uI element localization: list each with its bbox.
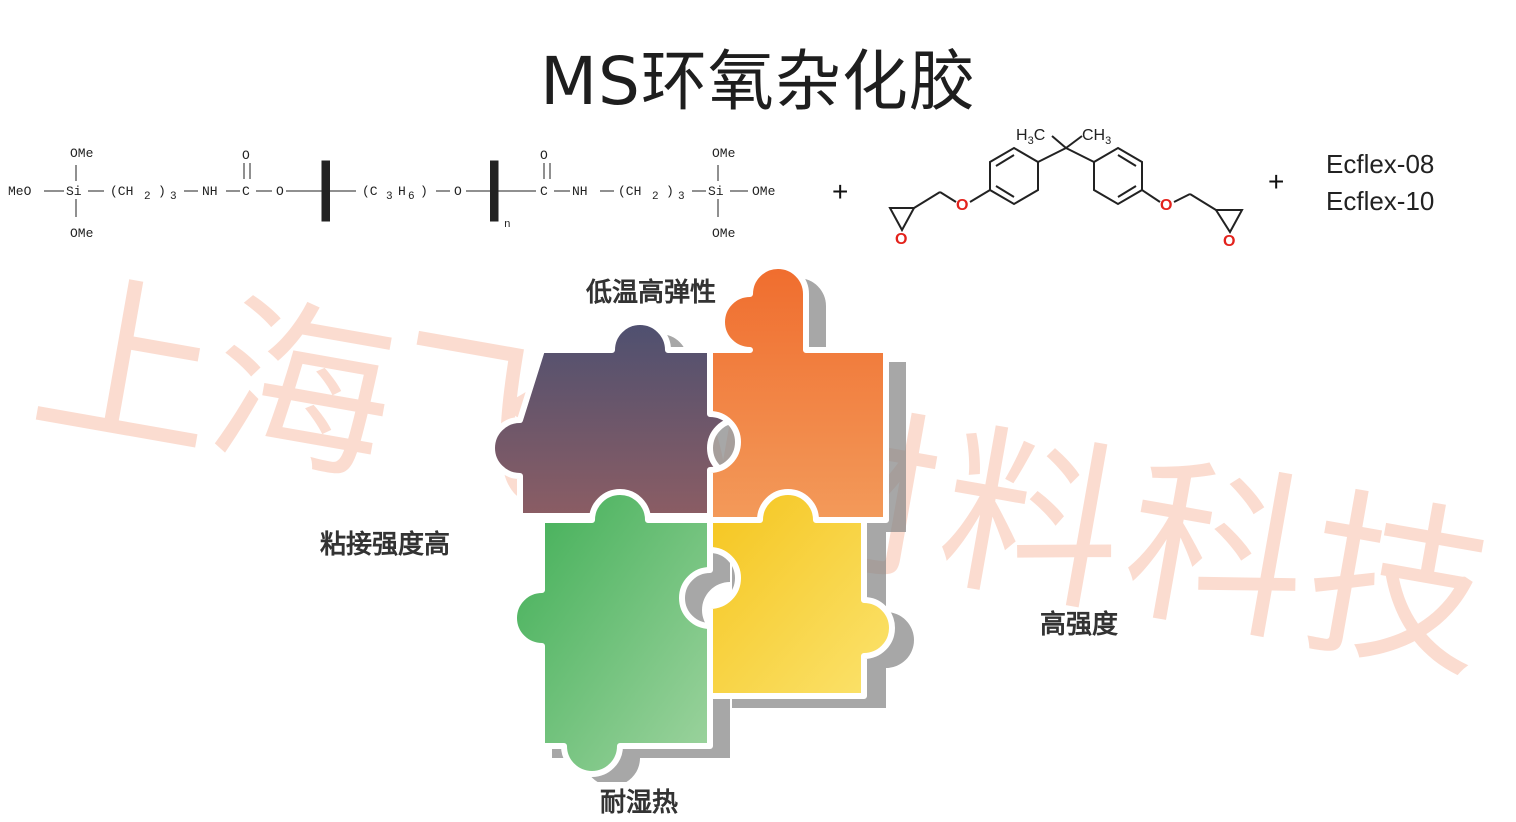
puzzle-piece-purple bbox=[489, 319, 741, 519]
carbon-label: C bbox=[540, 184, 548, 199]
feature-label-left: 粘接强度高 bbox=[320, 530, 451, 560]
ch3-label: CH3 bbox=[1082, 127, 1111, 147]
subscript: 3 bbox=[386, 191, 393, 203]
repeat-n: n bbox=[504, 219, 511, 231]
paren: ) bbox=[420, 184, 428, 199]
si-label: Si bbox=[66, 184, 82, 199]
h-label: H bbox=[398, 184, 406, 199]
ester-o: O bbox=[276, 184, 284, 199]
page-title: MS环氧杂化胶 bbox=[540, 43, 976, 120]
subscript: 6 bbox=[408, 191, 415, 203]
ch2-label: (CH bbox=[618, 184, 641, 199]
feature-label-right: 高强度 bbox=[1040, 610, 1119, 640]
paren: ) bbox=[158, 184, 166, 199]
carbonyl-o: O bbox=[242, 148, 250, 163]
oxygen-label: O bbox=[956, 197, 968, 214]
c3h6-label: (C bbox=[362, 184, 378, 199]
plus-sign: + bbox=[832, 176, 849, 207]
product-list: Ecflex-08 Ecflex-10 bbox=[1326, 146, 1434, 220]
oxygen-label: O bbox=[1160, 197, 1172, 214]
ome-label: OMe bbox=[712, 146, 735, 161]
meo-label: MeO bbox=[8, 184, 32, 199]
carbon-label: C bbox=[242, 184, 250, 199]
ch2-label: (CH bbox=[110, 184, 133, 199]
puzzle-graphic bbox=[489, 263, 914, 782]
plus-sign: + bbox=[1268, 166, 1285, 197]
puzzle-piece-yellow bbox=[707, 489, 895, 699]
oxygen-label: O bbox=[1223, 233, 1235, 250]
ome-label: OMe bbox=[712, 226, 735, 241]
h3c-label: H3C bbox=[1016, 127, 1045, 147]
product-name: Ecflex-08 bbox=[1326, 149, 1435, 179]
paren: ) bbox=[666, 184, 674, 199]
ether-o: O bbox=[454, 184, 462, 199]
feature-label-bottom: 耐湿热 bbox=[600, 788, 679, 818]
subscript: 3 bbox=[170, 191, 177, 203]
nh-label: NH bbox=[202, 184, 218, 199]
ome-label: OMe bbox=[70, 226, 93, 241]
oxygen-label: O bbox=[895, 231, 907, 248]
ome-label: OMe bbox=[752, 184, 775, 199]
product-name: Ecflex-10 bbox=[1326, 186, 1435, 216]
puzzle-piece-green bbox=[511, 489, 713, 777]
carbonyl-o: O bbox=[540, 148, 548, 163]
subscript: 2 bbox=[144, 191, 151, 203]
si-label: Si bbox=[708, 184, 724, 199]
feature-label-top: 低温高弹性 bbox=[586, 278, 717, 308]
subscript: 3 bbox=[678, 191, 685, 203]
epoxy-formula: H3C CH3 O O O O bbox=[888, 127, 1244, 250]
ms-polymer-formula: MeO Si OMe OMe (CH 2 ) 3 NH O C O (C 3 H… bbox=[8, 146, 775, 241]
nh-label: NH bbox=[572, 184, 588, 199]
ome-label: OMe bbox=[70, 146, 93, 161]
subscript: 2 bbox=[652, 191, 659, 203]
puzzle-piece-orange bbox=[707, 263, 889, 523]
